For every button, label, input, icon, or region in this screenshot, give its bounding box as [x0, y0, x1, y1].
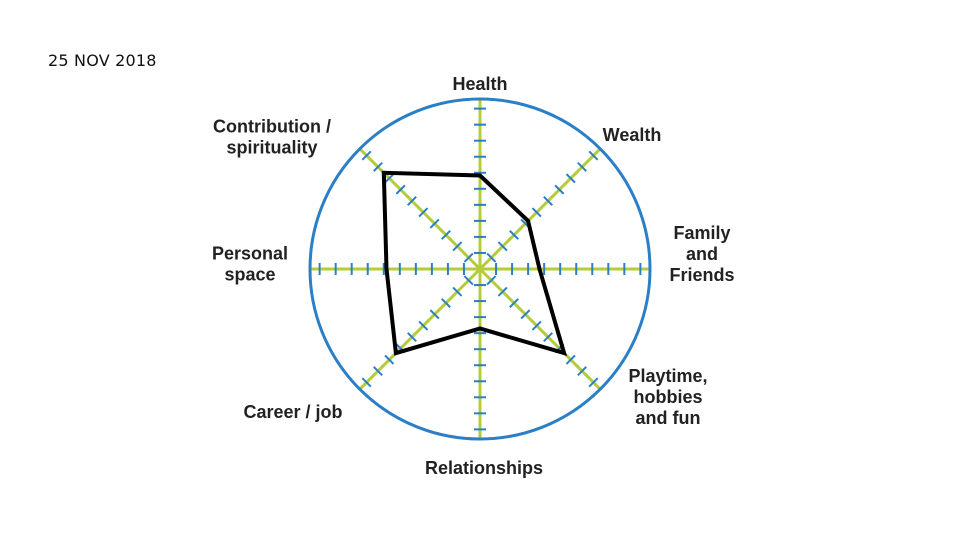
tick-mark — [497, 241, 508, 252]
tick-mark — [565, 173, 576, 184]
axis-label-5: Relationships — [425, 458, 543, 478]
spoke-8 — [358, 147, 482, 271]
axis-label-line: Career / job — [243, 402, 342, 422]
axis-label-line: Relationships — [425, 458, 543, 478]
tick-mark — [407, 332, 417, 342]
spoke-2 — [478, 147, 602, 271]
axis-label-line: spirituality — [226, 137, 317, 157]
axis-label-line: space — [224, 264, 275, 284]
tick-mark — [577, 161, 588, 172]
axis-label-line: Contribution / — [213, 116, 331, 136]
tick-mark — [577, 366, 588, 377]
tick-mark — [441, 298, 451, 308]
tick-mark — [372, 161, 383, 172]
score-polygon — [381, 170, 568, 357]
tick-mark — [384, 173, 395, 184]
tick-mark — [509, 298, 519, 308]
slide-date: 25 NOV 2018 — [48, 51, 157, 70]
axis-label-line: hobbies — [633, 387, 702, 407]
tick-mark — [395, 184, 406, 195]
axis-label-line: Health — [452, 74, 507, 94]
axis-label-line: Wealth — [603, 125, 662, 145]
tick-mark — [441, 230, 451, 240]
axis-label-line: Playtime, — [628, 366, 707, 386]
tick-mark — [588, 150, 599, 161]
tick-mark — [384, 354, 395, 365]
tick-mark — [565, 354, 576, 365]
tick-mark — [361, 150, 372, 161]
axis-label-line: Friends — [669, 265, 734, 285]
tick-mark — [418, 320, 429, 331]
tick-mark — [520, 309, 531, 320]
axis-label-line: Personal — [212, 243, 288, 263]
tick-mark — [486, 275, 497, 286]
axis-label-line: and fun — [636, 408, 701, 428]
axis-label-line: Family — [673, 223, 730, 243]
tick-mark — [497, 286, 508, 297]
chart-spokes — [310, 99, 650, 439]
tick-mark — [509, 230, 519, 240]
spoke-6 — [358, 267, 482, 391]
tick-mark — [361, 377, 372, 388]
tick-mark — [543, 196, 553, 206]
tick-mark — [407, 196, 417, 206]
axis-label-8: Contribution /spirituality — [213, 116, 331, 157]
tick-mark — [429, 218, 440, 229]
tick-mark — [554, 184, 565, 195]
tick-mark — [452, 286, 463, 297]
outer-circle — [308, 97, 652, 441]
tick-mark — [588, 377, 599, 388]
axis-label-6: Career / job — [243, 402, 342, 422]
tick-mark — [486, 252, 497, 263]
chart-ticks — [318, 107, 642, 431]
axis-label-line: and — [686, 244, 718, 264]
axis-label-2: Wealth — [603, 125, 662, 145]
tick-mark — [372, 366, 383, 377]
tick-mark — [452, 241, 463, 252]
tick-mark — [531, 320, 542, 331]
axis-label-1: Health — [452, 74, 507, 94]
tick-mark — [463, 275, 474, 286]
tick-mark — [429, 309, 440, 320]
tick-mark — [531, 207, 542, 218]
tick-mark — [418, 207, 429, 218]
spoke-4 — [478, 267, 602, 391]
tick-mark — [543, 332, 553, 342]
tick-mark — [463, 252, 474, 263]
